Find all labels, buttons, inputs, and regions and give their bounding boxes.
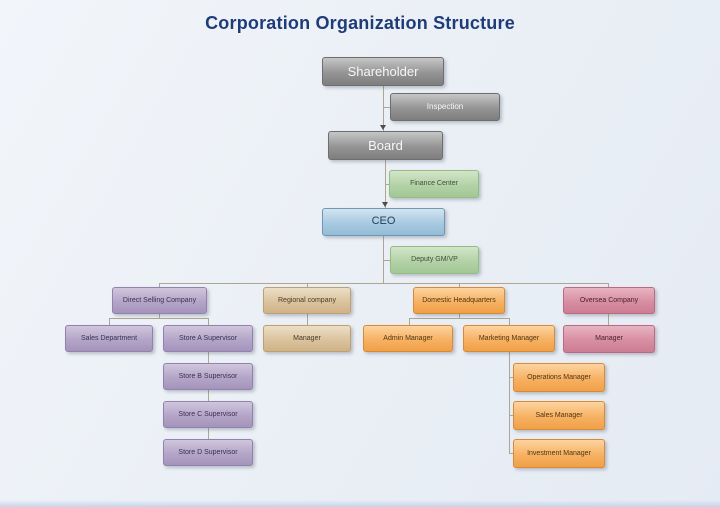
connector-line <box>608 314 609 325</box>
connector-line <box>159 283 609 284</box>
connector-line <box>159 314 160 319</box>
connector-line <box>307 314 308 325</box>
org-node-board[interactable]: Board <box>328 131 443 160</box>
org-node-domestic-headquarters[interactable]: Domestic Headquarters <box>413 287 505 314</box>
connector-line <box>409 318 510 319</box>
org-node-inspection[interactable]: Inspection <box>390 93 500 121</box>
org-node-direct-selling-company[interactable]: Direct Selling Company <box>112 287 207 314</box>
connector-line <box>384 107 390 108</box>
org-node-store-b-supervisor[interactable]: Store B Supervisor <box>163 363 253 390</box>
org-node-deputy-gm-vp[interactable]: Deputy GM/VP <box>390 246 479 274</box>
connector-line <box>509 453 514 454</box>
connector-line <box>509 318 510 325</box>
org-node-sales-department[interactable]: Sales Department <box>65 325 153 352</box>
connector-line <box>409 318 410 325</box>
org-node-operations-manager[interactable]: Operations Manager <box>513 363 605 392</box>
diagram-title: Corporation Organization Structure <box>205 13 515 33</box>
connector-line <box>608 283 609 287</box>
org-node-manager-oversea[interactable]: Manager <box>563 325 655 353</box>
org-node-regional-company[interactable]: Regional company <box>263 287 351 314</box>
connector-line <box>208 428 209 439</box>
connector-line <box>459 283 460 287</box>
connector-line <box>383 86 384 131</box>
org-node-sales-manager[interactable]: Sales Manager <box>513 401 605 430</box>
connector-line <box>208 352 209 363</box>
org-node-store-a-supervisor[interactable]: Store A Supervisor <box>163 325 253 352</box>
org-node-finance-center[interactable]: Finance Center <box>389 170 479 198</box>
connector-line <box>307 283 308 287</box>
org-node-investment-manager[interactable]: Investment Manager <box>513 439 605 468</box>
org-node-ceo[interactable]: CEO <box>322 208 445 236</box>
connector-line <box>208 318 209 325</box>
connector-line <box>383 236 384 283</box>
org-node-store-d-supervisor[interactable]: Store D Supervisor <box>163 439 253 466</box>
connector-line <box>509 415 514 416</box>
org-node-store-c-supervisor[interactable]: Store C Supervisor <box>163 401 253 428</box>
connector-line <box>459 314 460 319</box>
connector-line <box>384 260 390 261</box>
connector-line <box>109 318 209 319</box>
org-node-shareholder[interactable]: Shareholder <box>322 57 444 86</box>
connector-arrow-down-icon <box>380 125 386 130</box>
bottom-edge-decoration <box>0 500 720 507</box>
connector-line <box>109 318 110 325</box>
connector-line <box>159 283 160 287</box>
connector-line <box>385 184 389 185</box>
org-node-marketing-manager[interactable]: Marketing Manager <box>463 325 555 352</box>
org-node-oversea-company[interactable]: Oversea Company <box>563 287 655 314</box>
org-node-admin-manager[interactable]: Admin Manager <box>363 325 453 352</box>
connector-line <box>509 377 514 378</box>
connector-arrow-down-icon <box>382 202 388 207</box>
connector-line <box>208 390 209 401</box>
connector-line <box>509 352 510 453</box>
org-node-manager-regional[interactable]: Manager <box>263 325 351 352</box>
